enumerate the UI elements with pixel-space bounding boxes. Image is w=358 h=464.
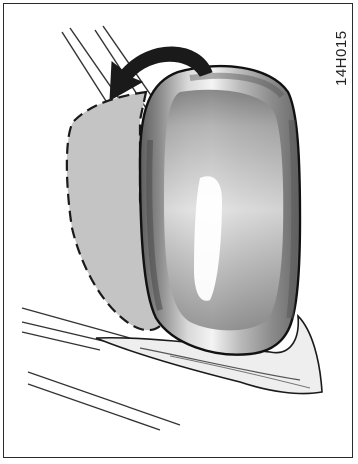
door-mirror [140, 66, 300, 355]
figure-code: 14H015 [333, 30, 350, 86]
